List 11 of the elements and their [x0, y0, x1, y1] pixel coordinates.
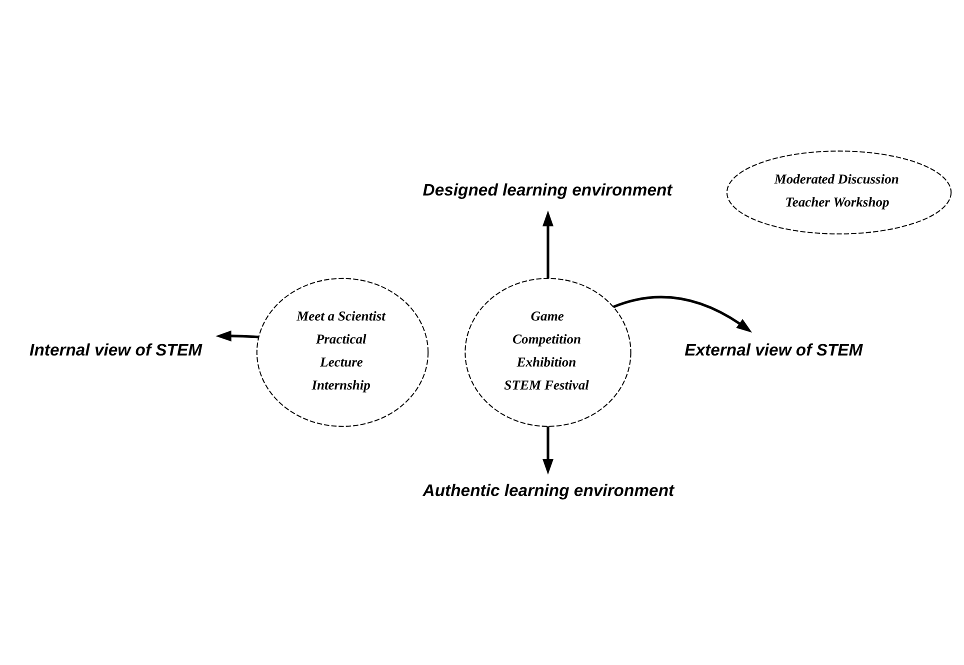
node-text: Authentic learning environment: [422, 480, 674, 500]
arrow: [612, 295, 752, 332]
node-ellipse: Game Competition Exhibition STEM Festival: [464, 277, 632, 426]
arrow: [542, 426, 554, 474]
arrow: [542, 210, 554, 278]
node-ellipse: Moderated Discussion Teacher Workshop: [726, 150, 952, 234]
node-text: Designed learning environment: [422, 180, 672, 199]
node-text: External view of STEM: [684, 340, 863, 359]
arrow: [216, 330, 259, 341]
node-text: Internal view of STEM: [30, 340, 202, 359]
node-ellipse: Meet a Scientist Practical Lecture Internship: [256, 277, 429, 426]
